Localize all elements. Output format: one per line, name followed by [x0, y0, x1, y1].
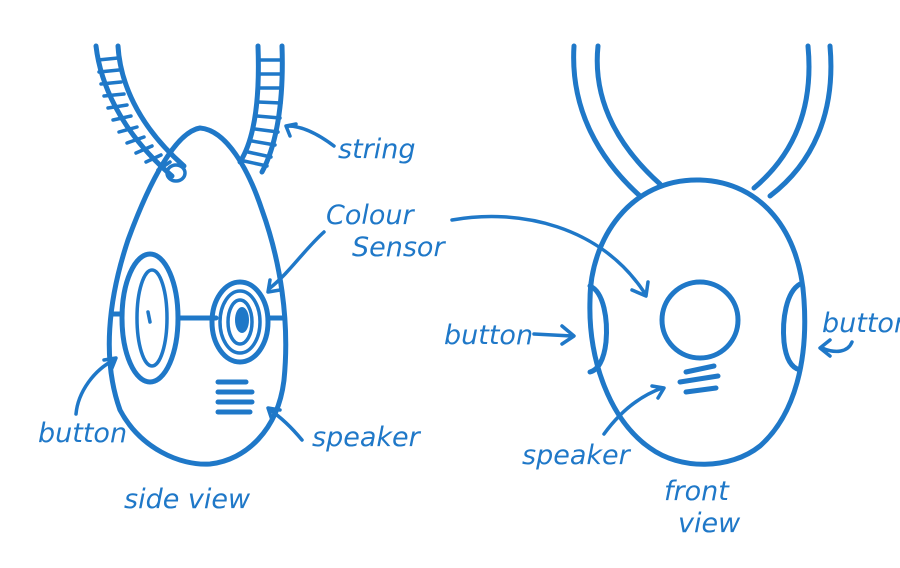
- front-string: [571, 43, 834, 199]
- arrow-string: [284, 122, 336, 148]
- front-view: button button speaker front view: [444, 43, 900, 539]
- front-button-right: [781, 281, 803, 373]
- arrow-button-side: [74, 356, 118, 416]
- label-colour-sensor-line1: Colour: [326, 200, 416, 231]
- label-front-view-line2: view: [678, 508, 741, 539]
- arrow-speaker-front: [602, 384, 666, 436]
- side-button: [119, 251, 181, 385]
- arrow-colour-sensor-front: [450, 214, 650, 298]
- side-view: string Colour Sensor button speaker side…: [38, 43, 446, 515]
- label-string: string: [338, 134, 416, 165]
- side-string: [93, 43, 285, 183]
- side-speaker-grille: [215, 379, 255, 415]
- arrow-speaker-side: [266, 406, 304, 442]
- label-colour-sensor-line2: Sensor: [352, 232, 446, 263]
- arrow-button-front-right: [818, 338, 854, 358]
- side-body-outline: [106, 125, 289, 467]
- label-speaker-side: speaker: [312, 422, 422, 453]
- label-front-view-line1: front: [664, 476, 730, 507]
- front-speaker-grille: [677, 363, 721, 395]
- label-button-front-right: button: [822, 308, 900, 339]
- label-side-view: side view: [124, 484, 251, 515]
- arrow-colour-sensor-side: [266, 230, 326, 294]
- front-button-left: [587, 283, 609, 375]
- front-colour-sensor: [659, 279, 741, 361]
- label-speaker-front: speaker: [522, 440, 632, 471]
- front-body-outline: [587, 177, 808, 467]
- arrow-button-front-left: [532, 324, 576, 346]
- label-button-side: button: [38, 418, 127, 449]
- label-button-front-left: button: [444, 320, 533, 351]
- side-colour-sensor: [209, 279, 271, 365]
